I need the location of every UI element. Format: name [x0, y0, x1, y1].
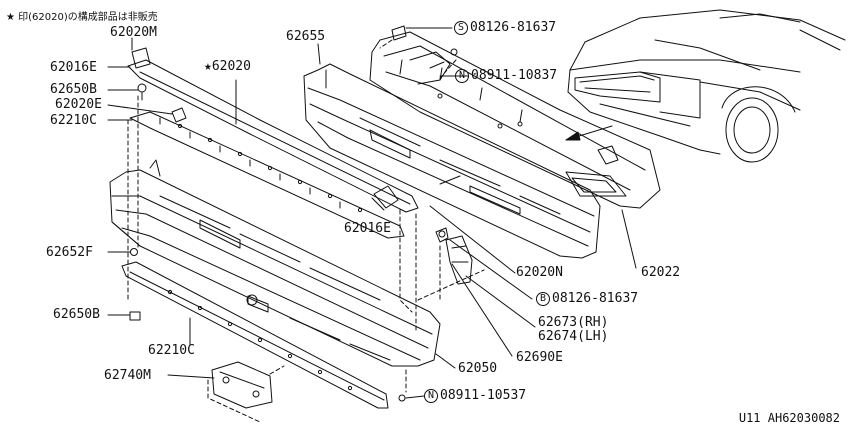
- dashed-guide-lines: [128, 40, 484, 422]
- label-62655: 62655: [286, 29, 326, 44]
- direction-arrow: [566, 126, 612, 140]
- label-62050: 62050: [458, 361, 498, 376]
- label-62210C-bottom: 62210C: [148, 343, 195, 358]
- label-62020N: 62020N: [516, 265, 563, 280]
- label-62020M: 62020M: [110, 25, 157, 40]
- car-front-illustration: [568, 10, 845, 162]
- bumper-bracket-62673-62674: [436, 228, 472, 284]
- label-62016E-top: 62016E: [50, 60, 97, 75]
- label-62016E-mid: 62016E: [344, 221, 391, 236]
- non-sale-note: ★ 印(62020)の構成部品は非販売: [6, 12, 158, 23]
- label-62650B-top: 62650B: [50, 82, 97, 97]
- bumper-lower-rail-62210C: [122, 262, 388, 408]
- front-bumper-62050: [110, 160, 440, 366]
- bolt-symbol-b: B: [536, 292, 550, 306]
- part-number: 08911-10837: [471, 68, 558, 83]
- label-62022: 62022: [641, 265, 681, 280]
- nut-symbol-n: N: [424, 389, 438, 403]
- part-number: 08911-10537: [440, 388, 527, 403]
- nut-symbol-n: N: [455, 69, 469, 83]
- diagram-code: U11 AH62030082: [738, 411, 840, 425]
- part-number: 08126-81637: [552, 291, 639, 306]
- license-bracket-62740M: [212, 362, 272, 408]
- leader-lines: [108, 28, 636, 398]
- label-62652F: 62652F: [46, 245, 93, 260]
- label-62690E: 62690E: [516, 350, 563, 365]
- label-62740M: 62740M: [104, 368, 151, 383]
- label-62210C-top: 62210C: [50, 113, 97, 128]
- part-number: 08126-81637: [470, 20, 557, 35]
- bumper-upper-rail-62020: [128, 48, 418, 238]
- bumper-reinforcement-62022: [370, 32, 660, 208]
- label-62674-lh: 62674(LH): [538, 329, 609, 344]
- bumper-face-62655: [304, 64, 600, 258]
- label-62020E: 62020E: [55, 97, 102, 112]
- label-62020-star: ★62020: [204, 59, 251, 74]
- label-62673-rh: 62673(RH): [538, 315, 609, 330]
- fasteners: [130, 26, 457, 401]
- label-62650B-bottom: 62650B: [53, 307, 100, 322]
- screw-symbol-s: S: [454, 21, 468, 35]
